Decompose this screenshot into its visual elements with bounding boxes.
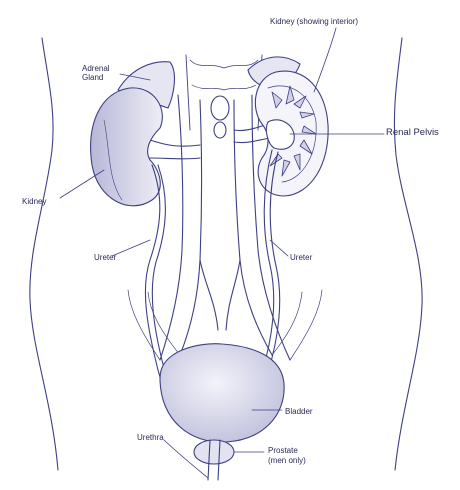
label-urethra: Urethra	[137, 433, 164, 442]
urethra	[207, 439, 221, 481]
leader-kidney-interior	[313, 27, 337, 93]
leader-adrenal	[119, 73, 151, 81]
label-ureter-left: Ureter	[94, 253, 117, 262]
label-adrenal-gland-line1: Adrenal	[82, 64, 110, 73]
leader-kidney	[59, 169, 105, 199]
leader-ureter-right	[269, 239, 289, 257]
label-kidney-interior: Kidney (showing interior)	[270, 17, 359, 26]
label-prostate-line2: (men only)	[268, 456, 306, 465]
label-kidney: Kidney	[22, 197, 47, 206]
label-ureter-right: Ureter	[290, 253, 313, 262]
bladder	[159, 343, 285, 443]
prostate	[193, 439, 235, 465]
torso-left-outline	[29, 37, 59, 471]
label-bladder: Bladder	[285, 407, 313, 416]
torso-right-outline	[393, 37, 423, 471]
leader-ureter-left	[111, 239, 151, 257]
leader-urethra	[163, 439, 209, 479]
renal-pelvis	[265, 119, 295, 150]
label-renal-pelvis: Renal Pelvis	[386, 127, 439, 138]
label-prostate-line1: Prostate	[268, 446, 298, 455]
aorta	[159, 94, 184, 361]
label-adrenal-gland-line2: Gland	[82, 73, 104, 82]
kidney-left	[90, 87, 163, 207]
